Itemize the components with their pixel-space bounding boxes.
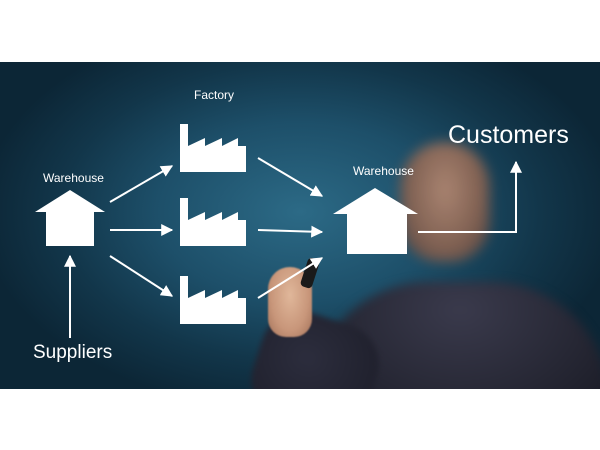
factory-icon-top	[180, 124, 246, 172]
warehouse-icon-right	[333, 188, 418, 254]
arrow-icon	[109, 165, 174, 203]
customers-label: Customers	[448, 121, 569, 149]
background-photo	[0, 62, 600, 389]
arrow-icon	[418, 160, 522, 233]
factory-icon-bottom	[180, 276, 246, 324]
warehouse-left-label: Warehouse	[43, 171, 104, 185]
suppliers-label: Suppliers	[33, 342, 113, 363]
arrow-icon	[257, 157, 324, 197]
arrow-icon	[257, 257, 324, 299]
arrow-icon	[257, 225, 324, 238]
warehouse-right-label: Warehouse	[353, 164, 414, 178]
warehouse-icon-left	[35, 190, 105, 246]
factory-label: Factory	[194, 88, 235, 102]
arrow-icon	[109, 255, 174, 297]
factory-icon-middle	[180, 198, 246, 246]
person-head	[400, 142, 490, 262]
